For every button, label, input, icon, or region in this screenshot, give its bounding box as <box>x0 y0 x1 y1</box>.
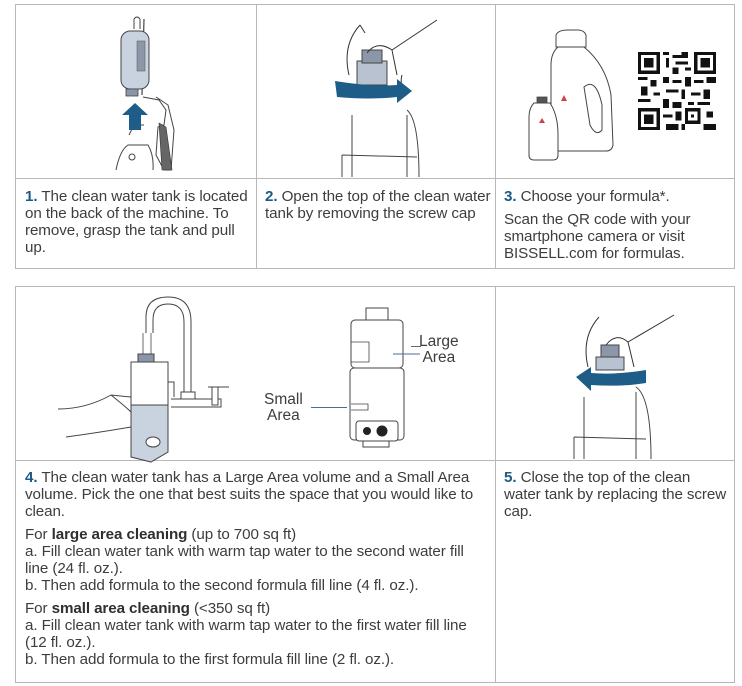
step-1-text: 1. The clean water tank is located on th… <box>25 188 253 256</box>
small-area-instructions: For small area cleaning (<350 sq ft) a. … <box>25 600 490 668</box>
formula-bottles-illustration <box>528 29 614 161</box>
tank-fill-lines-diagram <box>349 307 420 448</box>
step-2-text: 2. Open the top of the clean water tank … <box>265 188 491 222</box>
small-area-coverage: (<350 sq ft) <box>189 600 271 617</box>
step-2-illustration <box>257 5 495 178</box>
step-description: The clean water tank is located on the b… <box>25 188 248 256</box>
small-area-prefix: For <box>25 600 52 617</box>
step-4-text: 4. The clean water tank has a Large Area… <box>25 469 490 674</box>
callout-text: Area <box>422 349 456 366</box>
steps-4-5-table: Large Area Small Area 4. The clean water… <box>15 286 735 683</box>
step-5-illustration <box>496 287 734 460</box>
step-number: 5. <box>504 469 517 486</box>
large-area-step-b: b. Then add formula to the second formul… <box>25 577 419 594</box>
column-divider <box>495 5 496 268</box>
step-description: Open the top of the clean water tank by … <box>265 188 491 222</box>
step-number: 2. <box>265 188 278 205</box>
small-area-step-a: a. Fill clean water tank with warm tap w… <box>25 617 467 651</box>
small-area-heading: small area cleaning <box>51 600 190 617</box>
row-divider <box>16 178 734 179</box>
replace-cap-illustration <box>573 314 675 460</box>
large-area-prefix: For <box>25 526 52 543</box>
remove-tank-illustration <box>115 16 175 171</box>
fill-tank-at-faucet-illustration <box>57 296 229 463</box>
step-description: Close the top of the clean water tank by… <box>504 469 727 520</box>
step-4-illustration: Large Area Small Area <box>16 287 495 463</box>
large-area-callout: Large Area <box>419 334 459 366</box>
callout-text: Small <box>264 391 303 408</box>
large-area-instructions: For large area cleaning (up to 700 sq ft… <box>25 526 490 594</box>
step-number: 4. <box>25 469 38 486</box>
step-3-text: 3. Choose your formula*. Scan the QR cod… <box>504 188 730 268</box>
large-area-callout-line <box>411 346 421 347</box>
small-area-step-b: b. Then add formula to the first formula… <box>25 651 395 668</box>
qr-code-icon <box>638 52 716 130</box>
step-number: 3. <box>504 188 517 205</box>
step-number: 1. <box>25 188 38 205</box>
step-description: The clean water tank has a Large Area vo… <box>25 469 474 520</box>
column-divider <box>256 5 257 268</box>
large-area-coverage: (up to 700 sq ft) <box>187 526 297 543</box>
step-3-illustration <box>496 5 734 178</box>
row-divider <box>16 460 734 461</box>
column-divider <box>495 287 496 682</box>
qr-instructions: Scan the QR code with your smartphone ca… <box>504 211 691 262</box>
large-area-heading: large area cleaning <box>51 526 188 543</box>
unscrew-cap-illustration <box>335 19 438 178</box>
step-description: Choose your formula*. <box>520 188 670 205</box>
qr-code[interactable] <box>638 52 716 130</box>
steps-1-3-table: 1. The clean water tank is located on th… <box>15 4 735 269</box>
step-5-text: 5. Close the top of the clean water tank… <box>504 469 730 520</box>
large-area-step-a: a. Fill clean water tank with warm tap w… <box>25 543 464 577</box>
small-area-callout-line <box>311 407 347 408</box>
step-1-illustration <box>16 5 256 178</box>
callout-text: Large <box>419 333 459 350</box>
callout-text: Area <box>267 407 300 424</box>
small-area-callout: Small Area <box>264 392 303 424</box>
